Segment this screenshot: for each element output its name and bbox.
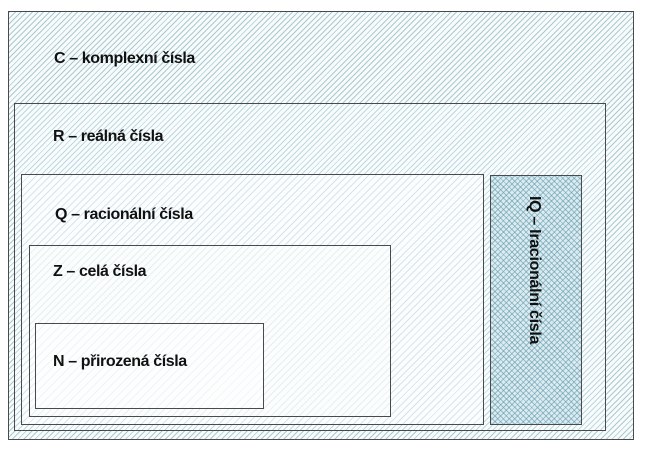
label-complex: C – komplexní čísla — [54, 50, 195, 67]
label-rational: Q – racionální čísla — [55, 206, 193, 223]
label-real: R – reálná čísla — [53, 128, 164, 145]
label-irrational: IQ – Iracionální čísla — [526, 196, 543, 345]
label-integer: Z – celá čísla — [53, 263, 147, 280]
set-irrational: IQ – Iracionální čísla — [490, 175, 582, 425]
label-natural: N – přirozená čísla — [53, 353, 187, 370]
set-natural: N – přirozená čísla — [35, 323, 264, 409]
